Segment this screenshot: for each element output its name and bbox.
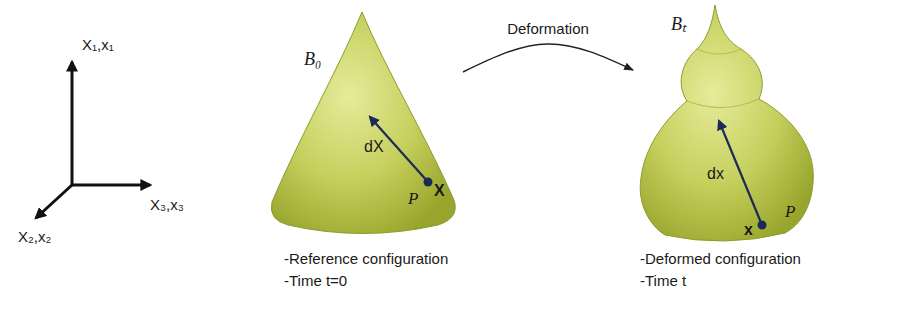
caption-text: -Time t: [640, 272, 686, 289]
deformed-body: Bₜ dxPx: [635, 3, 821, 248]
deformation-arrow: [463, 44, 633, 72]
axis-label: X₁,x₁: [82, 36, 114, 53]
body-shape: [268, 10, 463, 245]
caption-text: -Time t=0: [284, 272, 347, 289]
body-name: Bₜ: [671, 15, 686, 35]
edge-label: Deformation: [504, 20, 592, 38]
point-label: P: [785, 203, 795, 222]
body-name: B₀: [304, 50, 321, 70]
coordinate-axes: [36, 62, 150, 218]
point-label: X: [434, 182, 445, 200]
reference-body: B₀ dX PX: [268, 10, 463, 245]
axis-label: X₂,x₂: [18, 228, 51, 245]
vector-label: dX: [364, 138, 384, 156]
axis-label: X₃,x₃: [150, 196, 184, 213]
caption-text: -Deformed configuration: [640, 250, 801, 267]
caption-text: -Reference configuration: [284, 250, 448, 267]
point-label: P: [408, 190, 418, 209]
vector-label: dx: [707, 165, 724, 183]
point-label: x: [744, 221, 753, 239]
